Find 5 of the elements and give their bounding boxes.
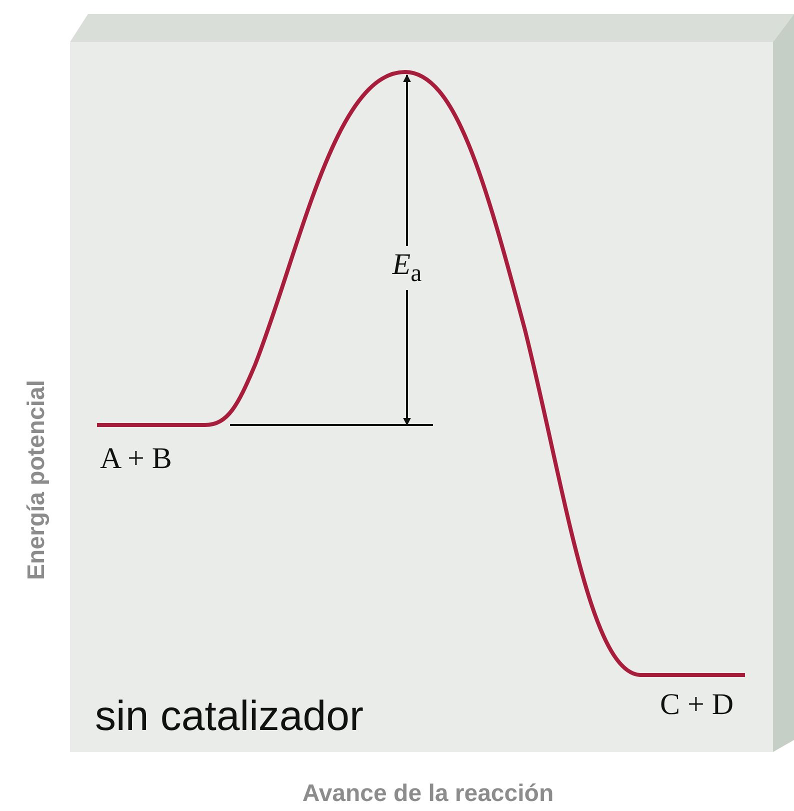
axis-label: Avance de la reacción [302,780,554,808]
condition-label: sin catalizador [95,692,364,740]
axis-label: Energía potencial [23,380,51,580]
reactant-label: A + B [100,442,172,476]
product-label: C + D [660,688,734,722]
